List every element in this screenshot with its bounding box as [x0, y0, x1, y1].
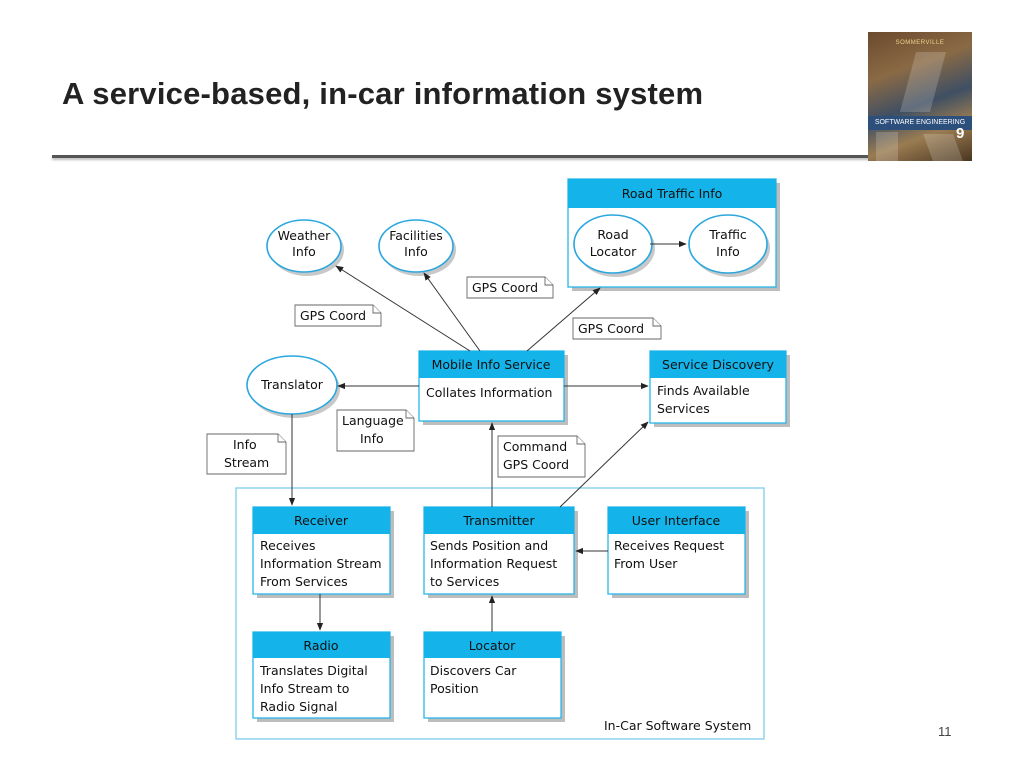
- traffic-info-service: Traffic Info: [688, 214, 770, 277]
- note-language-info: Language Info: [336, 409, 415, 452]
- note-info-stream: Info Stream: [206, 433, 287, 475]
- note-language-info-line-2: Info: [360, 431, 384, 446]
- note-gps-coord-weather-text: GPS Coord: [300, 308, 366, 323]
- receiver-body-line-2: Information Stream: [260, 556, 382, 571]
- translator-label: Translator: [260, 377, 324, 392]
- service-discovery-body-line-2: Services: [657, 401, 710, 416]
- locator-body-line-1: Discovers Car: [430, 663, 517, 678]
- road-locator-line-1: Road: [597, 227, 628, 242]
- note-gps-coord-traffic: GPS Coord: [572, 317, 662, 340]
- weather-info-service: Weather Info: [266, 219, 344, 276]
- arrow-mobile-info-to-road-traffic: [526, 287, 601, 352]
- service-discovery-box: Service Discovery Finds Available Servic…: [649, 350, 790, 427]
- note-info-stream-line-1: Info: [233, 437, 257, 452]
- transmitter-body-line-1: Sends Position and: [430, 538, 548, 553]
- user-interface-body-line-1: Receives Request: [614, 538, 724, 553]
- title-divider: [52, 155, 872, 158]
- connections: [288, 240, 687, 632]
- arrow-transmitter-to-service-discovery: [559, 421, 649, 508]
- road-locator-line-2: Locator: [590, 244, 637, 259]
- mobile-info-service-body: Collates Information: [426, 385, 552, 400]
- receiver-box: Receiver Receives Information Stream Fro…: [252, 506, 394, 598]
- service-discovery-title: Service Discovery: [662, 357, 775, 372]
- note-info-stream-line-2: Stream: [224, 455, 269, 470]
- slide-title: A service-based, in-car information syst…: [62, 76, 704, 111]
- transmitter-title: Transmitter: [462, 513, 535, 528]
- locator-title: Locator: [469, 638, 516, 653]
- locator-box: Locator Discovers Car Position: [423, 631, 565, 722]
- mobile-info-service-title: Mobile Info Service: [432, 357, 551, 372]
- user-interface-body-line-2: From User: [614, 556, 678, 571]
- user-interface-box: User Interface Receives Request From Use…: [607, 506, 749, 598]
- note-command-line-1: Command: [503, 439, 567, 454]
- note-command-line-2: GPS Coord: [503, 457, 569, 472]
- radio-title: Radio: [303, 638, 338, 653]
- in-car-system-label: In-Car Software System: [604, 718, 751, 733]
- service-discovery-body-line-1: Finds Available: [657, 383, 750, 398]
- note-language-info-line-1: Language: [342, 413, 404, 428]
- transmitter-box: Transmitter Sends Position and Informati…: [423, 506, 578, 598]
- road-traffic-info-title: Road Traffic Info: [622, 186, 723, 201]
- user-interface-title: User Interface: [632, 513, 721, 528]
- receiver-body-line-1: Receives: [260, 538, 315, 553]
- note-command-gps-coord: Command GPS Coord: [497, 435, 586, 478]
- cover-edition: 9: [956, 125, 965, 142]
- radio-body-line-1: Translates Digital: [259, 663, 368, 678]
- cover-stripe: [868, 116, 972, 130]
- mobile-info-service-box: Mobile Info Service Collates Information: [418, 350, 568, 425]
- road-traffic-info-header: [568, 179, 776, 208]
- in-car-system-boundary: [235, 487, 765, 740]
- weather-info-line-1: Weather: [278, 228, 331, 243]
- facilities-info-service: Facilities Info: [378, 219, 456, 276]
- transmitter-body-line-2: Information Request: [430, 556, 557, 571]
- note-gps-coord-weather: GPS Coord: [294, 304, 382, 327]
- cover-author: SOMMERVILLE: [895, 40, 945, 46]
- weather-info-line-2: Info: [292, 244, 316, 259]
- translator-service: Translator: [246, 355, 340, 418]
- page-number: 11: [938, 724, 952, 739]
- radio-body-line-3: Radio Signal: [260, 699, 338, 714]
- arrow-mobile-info-to-weather: [335, 265, 471, 352]
- traffic-info-line-1: Traffic: [708, 227, 747, 242]
- traffic-info-line-2: Info: [716, 244, 740, 259]
- book-cover-image: SOMMERVILLE SOFTWARE ENGINEERING 9: [868, 32, 972, 161]
- facilities-info-line-2: Info: [404, 244, 428, 259]
- receiver-title: Receiver: [294, 513, 349, 528]
- cover-title: SOFTWARE ENGINEERING: [874, 119, 966, 126]
- receiver-body-line-3: From Services: [260, 574, 348, 589]
- facilities-info-line-1: Facilities: [389, 228, 443, 243]
- arrow-mobile-info-to-facilities: [423, 272, 481, 352]
- radio-body-line-2: Info Stream to: [260, 681, 349, 696]
- note-gps-coord-facilities: GPS Coord: [466, 276, 554, 299]
- note-gps-coord-traffic-text: GPS Coord: [578, 321, 644, 336]
- transmitter-body-line-3: to Services: [430, 574, 499, 589]
- radio-box: Radio Translates Digital Info Stream to …: [252, 631, 394, 722]
- note-gps-coord-facilities-text: GPS Coord: [472, 280, 538, 295]
- road-locator-service: Road Locator: [573, 214, 655, 277]
- locator-body-line-2: Position: [430, 681, 479, 696]
